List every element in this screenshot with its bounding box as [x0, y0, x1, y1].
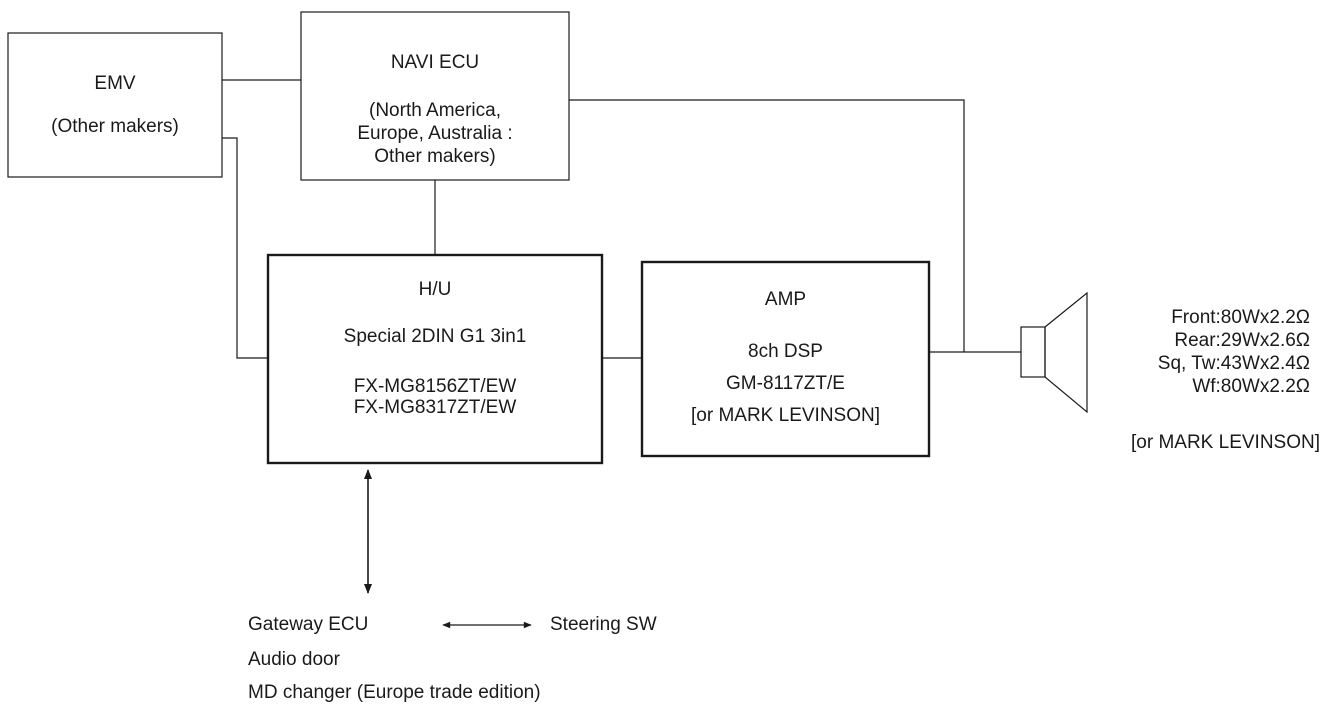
- gateway-ecu-label: Gateway ECU: [248, 614, 369, 635]
- emv-title: EMV: [94, 73, 136, 94]
- amp-model-label: GM-8117ZT/E: [726, 373, 845, 394]
- emv-subtitle: (Other makers): [51, 116, 179, 137]
- navi-ecu-region-line-3: Other makers): [374, 146, 496, 167]
- head-unit-subtitle: Special 2DIN G1 3in1: [343, 326, 527, 347]
- navi-speaker-link: [569, 99, 965, 352]
- steering-sw-label: Steering SW: [550, 614, 657, 635]
- speaker-spec-wf: Wf:80Wx2.2Ω: [1192, 376, 1310, 397]
- speaker-magnet: [1020, 326, 1046, 378]
- emv-box: [7, 32, 223, 178]
- navi-ecu-title: NAVI ECU: [390, 52, 480, 73]
- speaker-spec-rear: Rear:29Wx2.6Ω: [1174, 330, 1310, 351]
- audio-door-label: Audio door: [248, 649, 340, 670]
- head-unit-model-2: FX-MG8317ZT/EW: [353, 397, 517, 418]
- amp-title: AMP: [764, 289, 807, 310]
- amp-dsp-label: 8ch DSP: [748, 341, 823, 362]
- speaker-alt-label: [or MARK LEVINSON]: [1131, 432, 1320, 453]
- amp-alt-label: [or MARK LEVINSON]: [691, 405, 880, 426]
- speaker-spec-sq-tw: Sq, Tw:43Wx2.4Ω: [1157, 353, 1310, 374]
- speaker-spec-front: Front:80Wx2.2Ω: [1171, 307, 1310, 328]
- amp-box: [640, 260, 931, 458]
- navi-ecu-region-line-1: (North America,: [369, 100, 501, 121]
- speaker-cone: [1044, 291, 1088, 414]
- emv-hu-link: [222, 137, 268, 359]
- md-changer-label: MD changer (Europe trade edition): [248, 682, 541, 703]
- navi-ecu-region-line-2: Europe, Australia :: [357, 123, 513, 144]
- head-unit-model-1: FX-MG8156ZT/EW: [353, 376, 517, 397]
- head-unit-title: H/U: [418, 279, 452, 300]
